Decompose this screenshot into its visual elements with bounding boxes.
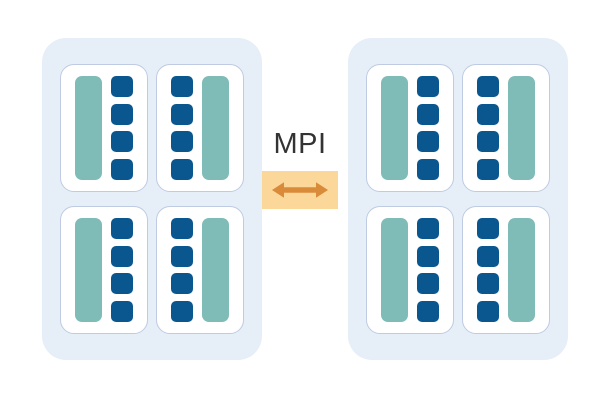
core-block [477,76,499,97]
core-block [111,131,133,153]
core-stack [477,76,499,180]
socket-card [60,206,148,334]
core-stack [171,76,193,180]
memory-bar [381,76,408,180]
core-stack [171,218,193,322]
compute-node-left [42,38,262,360]
core-block [417,300,439,322]
core-block [417,273,439,295]
memory-bar [75,76,102,180]
core-stack [111,76,133,180]
core-block [171,245,193,267]
memory-bar [202,218,229,322]
core-block [111,245,133,267]
core-stack [417,76,439,180]
core-block [171,158,193,180]
memory-bar [508,76,535,180]
core-block [477,300,499,322]
core-block [111,76,133,97]
socket-card [60,64,148,192]
core-block [417,218,439,239]
memory-bar [508,218,535,322]
core-block [171,103,193,125]
core-block [171,131,193,153]
socket-card [462,206,550,334]
core-block [417,131,439,153]
core-block [171,300,193,322]
compute-node-right [348,38,568,360]
core-block [417,158,439,180]
core-block [111,103,133,125]
memory-bar [202,76,229,180]
mpi-label: MPI [273,128,327,160]
mpi-link-band [262,171,338,209]
core-block [417,245,439,267]
core-block [477,273,499,295]
core-block [477,245,499,267]
core-block [171,273,193,295]
double-arrow-horizontal-icon [270,179,330,201]
core-block [111,273,133,295]
core-block [477,103,499,125]
socket-card [156,206,244,334]
core-block [417,103,439,125]
memory-bar [381,218,408,322]
core-block [477,158,499,180]
core-block [111,218,133,239]
socket-card [156,64,244,192]
core-block [111,158,133,180]
core-block [477,218,499,239]
socket-card [462,64,550,192]
core-block [171,76,193,97]
core-block [417,76,439,97]
socket-card [366,206,454,334]
core-block [477,131,499,153]
core-stack [417,218,439,322]
socket-card [366,64,454,192]
memory-bar [75,218,102,322]
core-block [171,218,193,239]
core-block [111,300,133,322]
core-stack [477,218,499,322]
mpi-interconnect: MPI [262,130,338,220]
core-stack [111,218,133,322]
